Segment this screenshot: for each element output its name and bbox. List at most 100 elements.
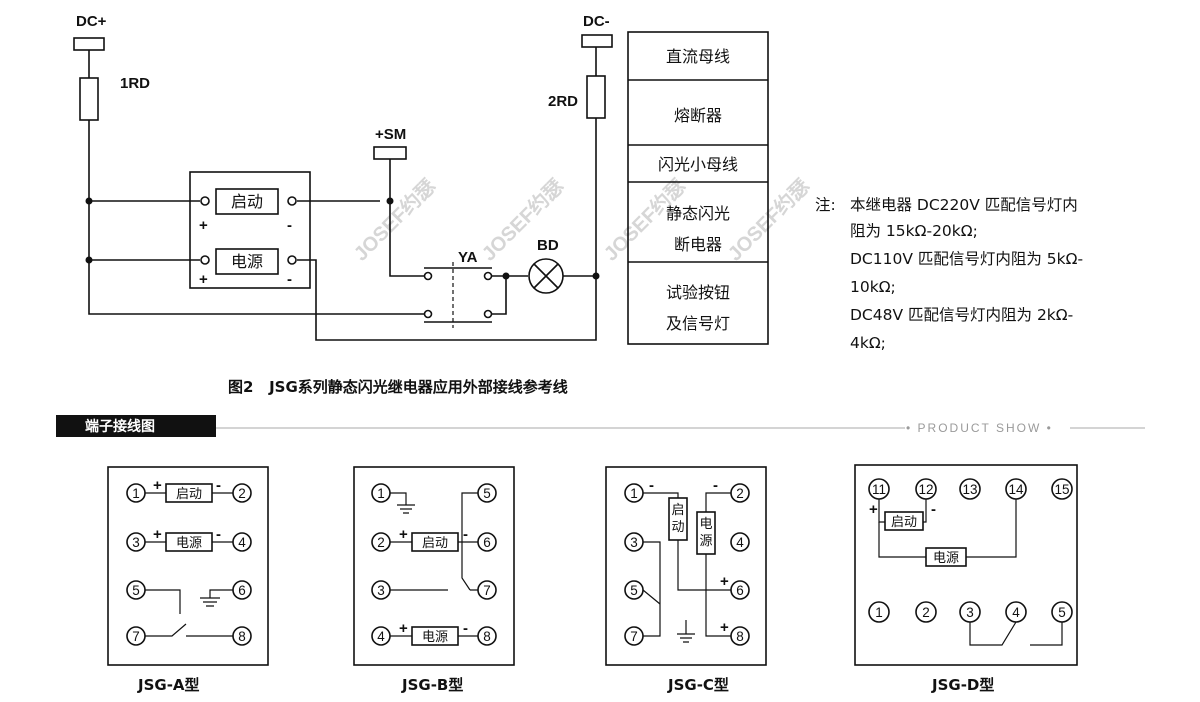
plus-sign: + — [869, 501, 878, 518]
terminal-number: 12 — [918, 482, 933, 497]
legend-table: 直流母线 熔断器 闪光小母线 静态闪光 断电器 试验按钮 及信号灯 — [627, 31, 769, 345]
note-block: 注: 本继电器 DC220V 匹配信号灯内 阻为 15kΩ-20kΩ; DC11… — [815, 196, 1083, 352]
minus-sign: - — [216, 526, 221, 543]
minus-sign: - — [649, 477, 654, 494]
signal-lamp-cross — [533, 263, 559, 289]
model-label: JSG-A型 — [137, 676, 200, 694]
junction-dot — [85, 256, 93, 264]
terminal-number: 8 — [483, 629, 491, 644]
terminal-frame — [107, 466, 269, 666]
plus-sign: + — [399, 526, 408, 543]
relay-terminal — [287, 196, 297, 206]
terminal-number: 3 — [966, 605, 974, 620]
terminal-number: 5 — [630, 583, 638, 598]
sm-wire — [389, 159, 428, 277]
terminal-number: 4 — [238, 535, 246, 550]
terminal-number: 8 — [736, 629, 744, 644]
note-line: DC48V 匹配信号灯内阻为 2kΩ- — [850, 306, 1073, 324]
terminal-number: 13 — [962, 482, 977, 497]
plus-sign: + — [399, 620, 408, 637]
contact-switch — [145, 623, 233, 637]
ya-contact — [423, 309, 433, 319]
power-label: 电源 — [231, 252, 263, 271]
minus-sign: - — [713, 477, 718, 494]
terminal-number: 6 — [736, 583, 744, 598]
wire — [643, 492, 731, 512]
ya-switch-bars — [424, 267, 492, 323]
junction-dot — [85, 197, 93, 205]
fuse-1rd-label: 1RD — [120, 75, 150, 92]
terminal-number: 3 — [630, 535, 638, 550]
terminal-number: 2 — [736, 486, 744, 501]
terminal-number: 3 — [377, 583, 385, 598]
fuse-1rd — [79, 77, 99, 121]
terminal-1 — [868, 601, 890, 623]
start-label: 启动 — [891, 515, 917, 530]
relay-terminal — [200, 255, 210, 265]
section-tag — [56, 415, 216, 437]
terminal-4 — [730, 532, 750, 552]
minus-sign: - — [216, 477, 221, 494]
legend-item: 断电器 — [674, 235, 722, 254]
power-label: 电源 — [933, 551, 959, 566]
plus-sign: + — [199, 271, 208, 288]
watermark: JOSEF约瑟 — [349, 174, 441, 266]
terminal-number: 7 — [483, 583, 491, 598]
plus-sign: + — [720, 619, 729, 636]
power-block — [215, 248, 279, 275]
terminal-number: 2 — [238, 486, 246, 501]
terminal-number: 8 — [238, 629, 246, 644]
terminal-number: 11 — [872, 482, 886, 497]
ya-contact — [423, 271, 433, 281]
wire — [642, 540, 731, 605]
terminal-13 — [959, 478, 981, 500]
terminal-diagram-a: 1 2 启动 + - 3 4 电源 + - 5 6 7 8 JSG-A型 — [107, 466, 269, 694]
ya-output-wire — [492, 275, 528, 315]
start-block — [884, 511, 924, 531]
plus-sign: + — [153, 477, 162, 494]
bd-label: BD — [537, 237, 559, 254]
terminal-diagram-b: 1 5 2 6 启动 + - 3 7 4 8 电源 + - JSG-B型 — [353, 466, 515, 694]
dc-plus-terminal — [73, 37, 105, 51]
power-label: 电源 — [422, 630, 448, 645]
terminal-diagram-c: 1 2 - - 启 动 电 源 3 4 5 6 + 7 8 + JSG-C型 — [605, 466, 767, 694]
legend-item: 直流母线 — [666, 47, 730, 66]
wire — [643, 541, 661, 637]
junction-dot — [592, 272, 600, 280]
sm-terminal — [373, 146, 407, 160]
terminal-frame — [854, 464, 1078, 666]
wire — [461, 492, 478, 591]
legend-dividers — [628, 79, 768, 263]
terminal-7 — [624, 626, 644, 646]
terminal-15 — [1051, 478, 1073, 500]
terminal-frame — [605, 466, 767, 666]
power-block — [165, 532, 213, 552]
start-label: 动 — [671, 520, 684, 535]
note-line: 本继电器 DC220V 匹配信号灯内 — [850, 196, 1078, 214]
terminal-number: 1 — [875, 605, 883, 620]
wire — [705, 554, 731, 637]
start-label: 启动 — [422, 536, 448, 551]
terminal-number: 1 — [377, 486, 385, 501]
section-header: 端子接线图 • PRODUCT SHOW • — [56, 415, 1145, 437]
dc-plus-label: DC+ — [76, 13, 107, 30]
terminal-number: 4 — [736, 535, 744, 550]
ground-symbol — [677, 620, 695, 643]
figure-caption: 图2 JSG系列静态闪光继电器应用外部接线参考线 — [228, 378, 568, 396]
plus-sign: + — [720, 573, 729, 590]
note-line: 阻为 15kΩ-20kΩ; — [850, 222, 978, 240]
junction-dot — [386, 197, 394, 205]
start-block — [165, 483, 213, 503]
start-block — [215, 188, 279, 215]
relay-terminal — [200, 196, 210, 206]
terminal-number: 15 — [1054, 482, 1069, 497]
watermark-group: JOSEF约瑟 JOSEF约瑟 JOSEF约瑟 JOSEF约瑟 — [349, 174, 815, 266]
terminal-frame — [353, 466, 515, 666]
sm-label: +SM — [375, 126, 406, 143]
note-line: DC110V 匹配信号灯内阻为 5kΩ- — [850, 250, 1083, 268]
minus-sign: - — [287, 271, 292, 288]
terminal-number: 7 — [630, 629, 638, 644]
plus-sign: + — [199, 217, 208, 234]
schematic: DC+ DC- 1RD 2RD 启动 电源 + - + - +SM — [73, 13, 613, 341]
ya-contact — [483, 309, 493, 319]
